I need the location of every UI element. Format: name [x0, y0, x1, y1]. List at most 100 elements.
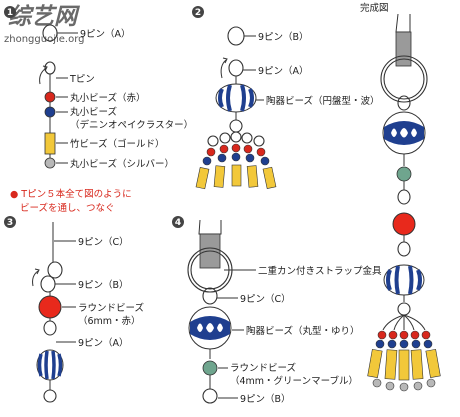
step2: 2 9ピン（B） 9ピン（A） 陶器ビーズ（円盤型・波）: [192, 6, 380, 190]
s3-pin9c-ring: [47, 261, 63, 279]
s2-blue-1: [202, 156, 212, 166]
step1-number: 1: [7, 8, 13, 18]
fin-red-round: [392, 212, 416, 236]
s2-red-1: [206, 147, 216, 157]
s3-red-round-bead: [38, 295, 62, 319]
fin-strap-cord: [395, 13, 411, 33]
fin-disc-stripe3: [408, 265, 414, 295]
s4-ceramic-petals: [197, 323, 223, 333]
s2-dangle-loop-4: [241, 132, 253, 144]
step3-label-round2: （6mm・赤）: [78, 315, 141, 327]
s2-gold-1: [195, 167, 210, 190]
finished-title: 完成図: [360, 2, 389, 14]
fin-loop-4: [397, 302, 411, 316]
fin-gold-1: [367, 348, 383, 379]
fin-blue-2: [387, 339, 397, 349]
fin-red-5: [421, 330, 431, 340]
fin-ceramic-petals: [391, 128, 417, 138]
watermark: 综艺网 zhongguojie.org: [4, 4, 84, 45]
step1: 1 9ピン（A） Tピン 丸小ビーズ（赤） 丸小ビーズ （デニンオペイクラスター…: [4, 6, 193, 214]
step3-number: 3: [7, 218, 13, 228]
s4-pin9c-loop: [202, 287, 218, 305]
fin-blue-1: [375, 339, 385, 349]
s2-disc-stripe2: [226, 84, 232, 112]
step2-badge: [192, 6, 204, 18]
step2-label-ceramic-disc: 陶器ビーズ（円盤型・波）: [266, 95, 380, 107]
fin-dangle-wire-4: [403, 314, 415, 331]
s2-red-4: [243, 144, 253, 154]
finished: 完成図: [360, 2, 441, 392]
s3-disc-stripe4: [57, 353, 63, 377]
s4-pin9b-loop: [202, 388, 218, 404]
step3-label-pin9a: 9ピン（A）: [78, 337, 129, 349]
fin-blue-5: [423, 339, 433, 349]
s2-dangle-loop-2: [219, 132, 231, 144]
s4-petal-3: [217, 323, 223, 332]
s3-disc-stripe2: [44, 350, 49, 380]
s2-dangle-loop-5: [253, 135, 265, 147]
s2-pin9b-ring: [227, 26, 245, 46]
fin-disc-stripe2: [394, 265, 400, 295]
step1-label-tpin: Tピン: [69, 74, 95, 85]
fin-dangle-wire-1: [382, 314, 405, 331]
fin-loop-2: [397, 189, 411, 205]
step3-arrow: [32, 270, 39, 287]
s2-disc-stripe1: [218, 88, 224, 108]
s2-dangles: [195, 131, 277, 190]
step1-label-denim1: 丸小ビーズ: [70, 106, 118, 118]
s2-blue-3: [231, 152, 241, 162]
fin-loop-3: [397, 241, 411, 257]
s2-blue-5: [260, 156, 270, 166]
s2-gold-4: [246, 165, 259, 188]
fin-silver-1: [372, 378, 382, 388]
step4-label-round1: ラウンドビーズ: [230, 362, 297, 374]
s3-disc-stripe3: [51, 350, 56, 380]
fin-petal-2: [400, 128, 408, 138]
s4-petal-1: [197, 323, 203, 332]
step1-label-red: 丸小ビーズ（赤）: [70, 92, 146, 104]
red-seed-bead: [44, 91, 56, 103]
step4: 4 二重カン付きストラップ金具 9ピン（C） 陶器ビーズ（丸型・ゆり） ラウンド…: [172, 216, 382, 405]
s3-disc-stripe1: [37, 353, 43, 377]
fin-gold-3: [398, 349, 410, 381]
step1-label-gold: 竹ビーズ（ゴールド）: [70, 138, 165, 150]
step1-label-silver: 丸小ビーズ（シルバー）: [70, 158, 174, 170]
step4-badge: [172, 216, 184, 228]
fin-red-1: [377, 330, 387, 340]
s3-pin9b-ring: [40, 275, 56, 293]
fin-disc-stripe4: [416, 269, 422, 291]
step2-label-pin9b: 9ピン（B）: [258, 31, 309, 43]
denim-seed-bead: [44, 106, 56, 118]
s4-green-bead: [202, 360, 218, 376]
step3-label-round1: ラウンドビーズ: [78, 302, 145, 314]
step4-label-pin9b: 9ピン（B）: [240, 393, 291, 405]
fin-red-3: [399, 330, 409, 340]
s2-gold-2: [213, 165, 226, 188]
silver-seed-bead: [44, 157, 56, 169]
fin-blue-3: [399, 339, 409, 349]
fin-gold-5: [425, 348, 441, 379]
step3-badge: [4, 216, 16, 228]
fin-double-ring: [380, 55, 428, 103]
fin-green-bead: [396, 166, 412, 182]
fin-disc-stripe1: [386, 269, 392, 291]
step3-arrow-head: [34, 268, 40, 275]
s2-blue-4: [245, 153, 255, 163]
fin-red-2: [388, 330, 398, 340]
fin-dangles: [367, 314, 441, 392]
s2-gold-5: [262, 166, 277, 189]
fin-strap-tab: [395, 31, 412, 67]
s2-gold-3: [231, 164, 242, 187]
step2-arrow-head: [222, 57, 228, 64]
s2-dangle-loop-3: [230, 131, 242, 143]
fin-dangle-wire-5: [403, 314, 426, 331]
fin-gold-2: [384, 349, 398, 380]
step4-label-pin9c: 9ピン（C）: [240, 293, 291, 305]
fin-double-ring-inner: [383, 58, 425, 100]
fin-silver-5: [426, 378, 436, 388]
fin-silver-2: [385, 381, 395, 391]
fin-dangle-wire-2: [393, 314, 405, 331]
step2-label-pin9a: 9ピン（A）: [258, 65, 309, 77]
step1-badge: [4, 6, 16, 18]
s3-bottom-loop: [43, 389, 57, 403]
